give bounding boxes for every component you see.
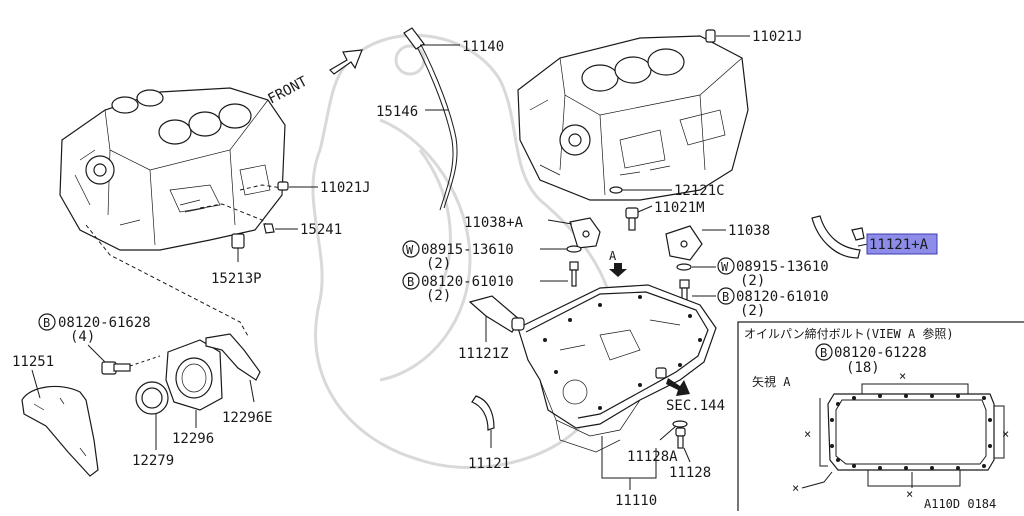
label-11140: 11140 (462, 39, 504, 55)
engine-block-left[interactable] (59, 87, 286, 251)
plug-11021J-left[interactable]: 11021J (277, 180, 371, 196)
label-11110: 11110 (615, 493, 657, 509)
callout-bolt-1[interactable]: B 08120-61010 (2) (402, 261, 579, 304)
inset-cross-right: × (1002, 427, 1009, 441)
label-11121Z: 11121Z (458, 346, 509, 362)
label-11128: 11128 (669, 465, 711, 481)
seal-12279[interactable]: 12279 (132, 381, 174, 469)
label-11021J-left: 11021J (320, 180, 371, 196)
gasket-12296E[interactable]: 12296E (205, 333, 273, 426)
inset-cross-bottom: × (906, 487, 913, 501)
label-11021M: 11021M (654, 200, 705, 216)
part-11121Z[interactable]: 11121Z (458, 295, 525, 362)
part-12121C[interactable]: 12121C (609, 183, 725, 199)
label-sec144: SEC.144 (666, 398, 725, 414)
label-12279: 12279 (132, 453, 174, 469)
washer-marker-2: W (721, 260, 729, 274)
part-15213P[interactable]: 15213P (211, 233, 262, 287)
inset-cross-top: × (899, 369, 906, 383)
label-bolt-3-number: 08120-61628 (58, 315, 151, 331)
view-a-arrow: A (609, 249, 627, 277)
label-12296: 12296 (172, 431, 214, 447)
inset-bolt-holes (830, 394, 992, 470)
bolt-marker-1: B (407, 275, 414, 289)
part-11021M[interactable]: 11021M (625, 200, 705, 231)
inset-cross-bottom-left: × (792, 481, 799, 495)
label-arrow-a: A (609, 249, 617, 263)
dipstick-tube-15146[interactable]: 11140 15146 (376, 27, 504, 211)
label-15213P: 15213P (211, 271, 262, 287)
inset-title: オイルパン締付ボルト(VIEW A 参照) (744, 326, 954, 341)
part-11121[interactable]: 11121 (468, 395, 510, 472)
inset-bolt-marker: B (820, 346, 827, 360)
inset-view-label: 矢視 A (752, 374, 791, 389)
label-washer-1-qty: (2) (426, 256, 451, 272)
drain-plug-11128[interactable]: 11128A 11128 (627, 420, 711, 481)
watermark-crest (311, 33, 618, 469)
callout-bolt-2[interactable]: B 08120-61010 (2) (679, 279, 829, 319)
inset-bolt-number: 08120-61228 (834, 345, 927, 361)
inset-bolt-qty: (18) (846, 360, 880, 376)
label-bolt-3-qty: (4) (70, 329, 95, 345)
label-front: FRONT (265, 73, 310, 107)
front-indicator: FRONT (265, 49, 363, 108)
label-11251: 11251 (12, 354, 54, 370)
label-12296E: 12296E (222, 410, 273, 426)
cover-11251[interactable]: 11251 (12, 354, 99, 477)
label-15146: 15146 (376, 104, 418, 120)
label-11128A: 11128A (627, 449, 678, 465)
callout-bolt-3[interactable]: B 08120-61628 (4) (38, 313, 161, 375)
label-15241: 15241 (300, 222, 342, 238)
label-bolt-1-number: 08120-61010 (421, 274, 514, 290)
bracket-11038[interactable]: 11038 (665, 223, 770, 261)
label-11038A: 11038+A (464, 215, 524, 231)
bolt-marker-2: B (722, 290, 729, 304)
label-washer-2-qty: (2) (740, 273, 765, 289)
part-11121A[interactable]: 11121+A (811, 215, 938, 259)
label-12121C: 12121C (674, 183, 725, 199)
callout-washer-2[interactable]: W 08915-13610 (2) (676, 257, 829, 289)
inset-view-a: オイルパン締付ボルト(VIEW A 参照) B 08120-61228 (18)… (737, 321, 1024, 516)
bolt-marker-3: B (43, 316, 50, 330)
bracket-11038A[interactable]: 11038+A (464, 215, 601, 249)
retainer-12296[interactable]: 12296 (165, 339, 223, 447)
washer-marker-1: W (406, 243, 414, 257)
engine-block-right[interactable] (517, 35, 749, 201)
label-11038: 11038 (728, 223, 770, 239)
plug-11021J-top[interactable]: 11021J (705, 29, 803, 45)
label-washer-1-number: 08915-13610 (421, 242, 514, 258)
label-11121A: 11121+A (869, 237, 929, 253)
callout-washer-1[interactable]: W 08915-13610 (2) (402, 240, 582, 272)
highlight-box-11121A (866, 233, 938, 255)
label-bolt-2-number: 08120-61010 (736, 289, 829, 305)
sec144-reference[interactable]: SEC.144 (655, 367, 725, 414)
label-bolt-1-qty: (2) (426, 288, 451, 304)
label-11121: 11121 (468, 456, 510, 472)
label-bolt-2-qty: (2) (740, 303, 765, 319)
label-11021J-top: 11021J (752, 29, 803, 45)
oil-pan-11110[interactable]: 11110 (517, 284, 717, 509)
diagram-code: A110D 0184 (924, 497, 996, 511)
label-washer-2-number: 08915-13610 (736, 259, 829, 275)
inset-cross-left: × (804, 427, 811, 441)
part-15241[interactable]: 15241 (263, 222, 342, 238)
